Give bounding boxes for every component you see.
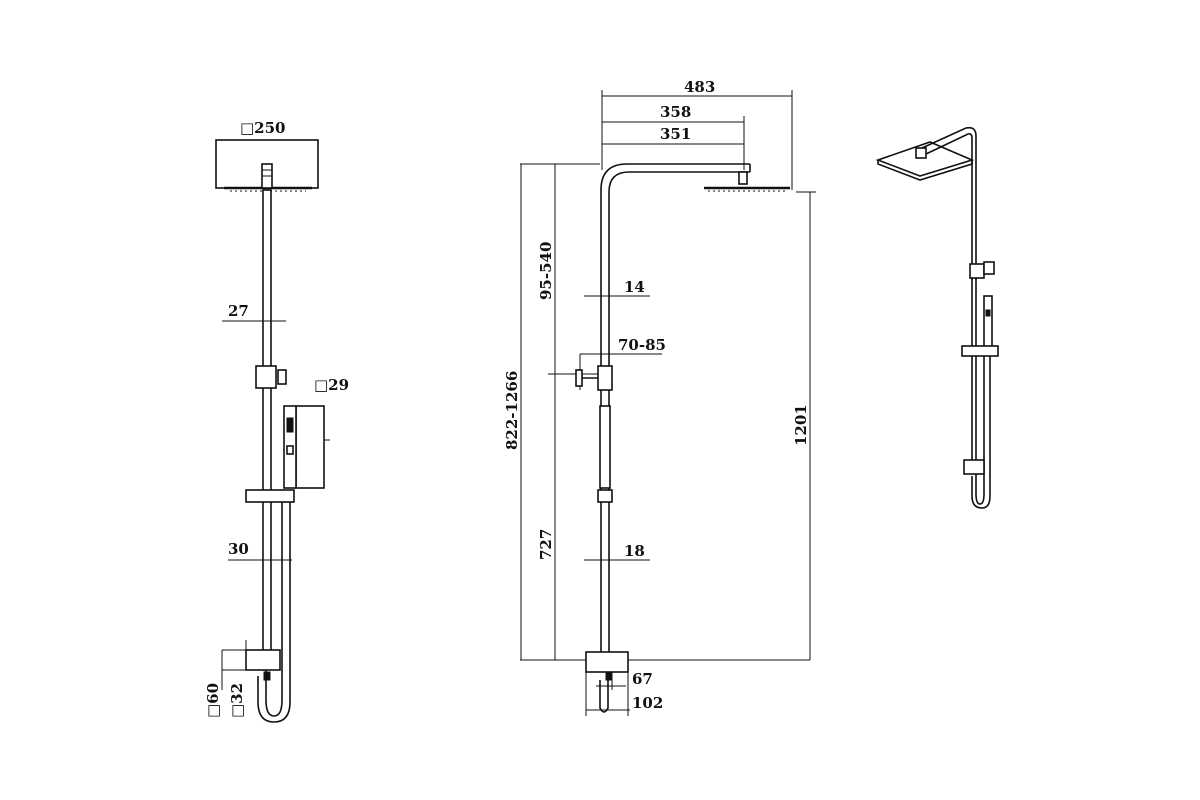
side-diverter bbox=[597, 365, 613, 391]
iso-arm-inner bbox=[925, 133, 973, 280]
front-handset-button bbox=[286, 445, 294, 455]
iso-base-block bbox=[963, 459, 985, 475]
side-hose bbox=[599, 680, 609, 713]
front-arm-offset-label: 27 bbox=[228, 302, 249, 320]
side-pipe-width-bottom-label: 18 bbox=[624, 542, 645, 560]
front-rail-offset-label: 30 bbox=[228, 540, 249, 558]
front-handset-button bbox=[286, 417, 294, 433]
front-diverter-handle bbox=[277, 369, 287, 385]
front-hose-connector bbox=[263, 671, 271, 681]
front-base-block bbox=[245, 649, 281, 671]
front-bracket-size-label: □32 bbox=[228, 683, 246, 718]
side-height-label: 1201 bbox=[792, 404, 810, 446]
side-total-width-label: 483 bbox=[684, 78, 715, 96]
side-arm-length-label: 358 bbox=[660, 103, 691, 121]
side-main-pipe bbox=[600, 163, 750, 660]
side-total-height-label: 822-1266 bbox=[503, 371, 521, 450]
iso-head-connector bbox=[915, 147, 927, 159]
side-handset bbox=[599, 405, 611, 489]
side-adjust-range-label: 95-540 bbox=[537, 242, 555, 300]
iso-handset-button bbox=[985, 309, 991, 317]
side-base-width-label: 102 bbox=[632, 694, 663, 712]
iso-diverter-knob bbox=[983, 261, 995, 275]
side-slider-bracket bbox=[597, 489, 613, 503]
front-hose-outer bbox=[257, 502, 291, 723]
front-head-size-label: □250 bbox=[240, 119, 285, 137]
iso-slider-bracket bbox=[961, 345, 999, 357]
iso-hose-outer bbox=[971, 356, 991, 509]
iso-hose bbox=[975, 356, 985, 505]
front-view: □250 27 □29 30 bbox=[204, 119, 349, 723]
iso-handset bbox=[983, 295, 993, 349]
side-hose-connector bbox=[605, 671, 613, 681]
side-arm-inner-label: 351 bbox=[660, 125, 691, 143]
side-pipe-width-top-label: 14 bbox=[624, 278, 645, 296]
iso-diverter bbox=[969, 263, 985, 279]
front-hose bbox=[265, 502, 283, 717]
iso-arm bbox=[921, 126, 977, 280]
side-lower-height-label: 727 bbox=[537, 529, 555, 560]
front-slider-bracket bbox=[245, 489, 295, 503]
side-base-depth-label: 67 bbox=[632, 670, 653, 688]
front-handset-size-label: □29 bbox=[314, 376, 349, 394]
side-head-connector bbox=[738, 171, 748, 185]
side-base-block bbox=[585, 651, 629, 673]
front-handset-dimension-box bbox=[295, 405, 325, 489]
side-diverter-range-label: 70-85 bbox=[618, 336, 666, 354]
front-base-size-label: □60 bbox=[204, 683, 222, 718]
side-diverter-knob bbox=[575, 369, 583, 387]
front-diverter bbox=[255, 365, 277, 389]
front-main-pipe bbox=[262, 189, 272, 661]
side-view: 483 358 351 95-540 822-1266 727 1201 14 … bbox=[503, 78, 816, 716]
perspective-view bbox=[875, 126, 999, 509]
side-main-pipe-inner bbox=[608, 171, 750, 660]
